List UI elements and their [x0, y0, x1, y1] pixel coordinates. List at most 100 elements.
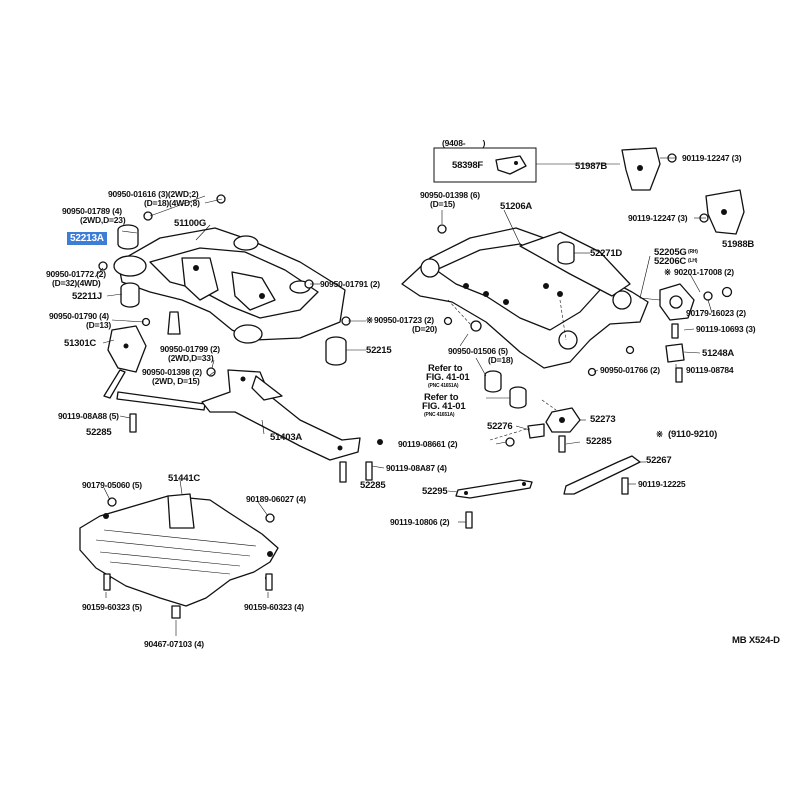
callout-fig-41-01-a: FIG. 41-01	[426, 372, 470, 383]
callout-marker-3: ※	[656, 429, 663, 439]
callout-51988b: 51988B	[722, 239, 755, 250]
callout-9110-9210: (9110-9210)	[668, 429, 718, 440]
callout-90119-10693: 90119-10693 (3)	[696, 324, 756, 334]
callout-90179-05060: 90179-05060 (5)	[82, 480, 142, 490]
callout-52213a-highlighted[interactable]: 52213A	[67, 232, 107, 245]
callout-90119-08a88: 90119-08A88 (5)	[58, 411, 119, 421]
callout-90950-01766: 90950-01766 (2)	[600, 365, 660, 375]
callout-90950-01790: 90950-01790 (4)	[49, 311, 109, 321]
brace-51403a[interactable]	[201, 369, 383, 461]
callout-90950-01398-front: 90950-01398 (2)	[142, 367, 202, 377]
callout-90950-01506: 90950-01506 (5)	[448, 346, 508, 356]
callout-52206c-side: (LH)	[688, 258, 698, 264]
callout-pnc-41651a-a: (PNC 41651A)	[428, 383, 459, 389]
rear-suspension-member-51206a[interactable]	[401, 227, 649, 369]
callout-90950-01772: 90950-01772 (2)	[46, 269, 106, 279]
callout-52285-front-left: 52285	[86, 427, 112, 438]
callout-90950-01398-front-note: (2WD, D=15)	[152, 376, 200, 386]
callout-90119-08a87: 90119-08A87 (4)	[386, 463, 447, 473]
callout-52273: 52273	[590, 414, 616, 425]
callout-52276: 52276	[487, 421, 513, 432]
callout-90950-01398-rear-note: (D=15)	[430, 199, 456, 209]
screws-cover[interactable]	[103, 497, 275, 619]
callout-refer-to-a: Refer to	[428, 363, 463, 374]
callout-90950-01789-note: (2WD,D=23)	[80, 215, 126, 225]
callout-90950-01789: 90950-01789 (4)	[62, 206, 122, 216]
cushion-52273[interactable]	[545, 407, 581, 433]
bracket-51987b[interactable]	[621, 147, 677, 191]
bolts-front[interactable]	[129, 413, 373, 483]
callout-90179-16023: 90179-16023 (2)	[686, 308, 746, 318]
callout-90950-01723: 90950-01723 (2)	[374, 315, 434, 325]
callout-fig-41-01-b: FIG. 41-01	[422, 401, 466, 412]
callout-90950-01799: 90950-01799 (2)	[160, 344, 220, 354]
callout-52215: 52215	[366, 345, 392, 356]
callout-90950-01790-note: (D=13)	[86, 320, 112, 330]
callout-90950-01723-note: (D=20)	[412, 324, 438, 334]
rod-52295[interactable]	[455, 479, 533, 499]
bushing-rear-diff-52205g[interactable]	[659, 283, 733, 321]
bushing-52213a[interactable]	[117, 224, 139, 250]
callout-90950-01506-note: (D=18)	[488, 355, 514, 365]
callout-90119-12225: 90119-12225	[638, 479, 686, 489]
callout-51301c: 51301C	[64, 338, 97, 349]
stopper-51248a[interactable]	[665, 323, 685, 363]
callout-90159-60323-right: 90159-60323 (4)	[244, 602, 304, 612]
callout-52206c: 52206C	[654, 256, 687, 267]
bushing-52271d[interactable]	[557, 241, 575, 265]
callout-52205g-side: (RH)	[688, 249, 698, 255]
callout-58398f: 58398F	[452, 160, 484, 171]
callout-pnc-41651a-b: (PNC 41651A)	[424, 412, 455, 418]
callout-90159-60323-left: 90159-60323 (5)	[82, 602, 142, 612]
callout-52271d: 52271D	[590, 248, 623, 259]
callout-90119-12247-top: 90119-12247 (3)	[682, 153, 742, 163]
bracket-51988b[interactable]	[699, 189, 745, 235]
callout-90950-01398-rear: 90950-01398 (6)	[420, 190, 480, 200]
brace-52267[interactable]	[563, 455, 641, 495]
callout-52285-rear: 52285	[586, 436, 612, 447]
callout-marker-2: ※	[664, 267, 671, 277]
callout-51206a: 51206A	[500, 201, 533, 212]
callout-52205g: 52205G	[654, 247, 687, 258]
bushing-52211j[interactable]	[120, 282, 140, 308]
callout-90950-01616: 90950-01616 (3)(2WD;2)	[108, 189, 199, 199]
callout-90950-01616-note: (D=18)(4WD;8)	[144, 198, 200, 208]
sleeve-90950-01799[interactable]	[167, 311, 181, 335]
callout-9408-date-range: (9408- )	[442, 138, 486, 148]
bracket-52276[interactable]	[527, 423, 545, 439]
callout-51441c: 51441C	[168, 473, 201, 484]
callout-52267: 52267	[646, 455, 672, 466]
bushing-refer-fig-41-01-b[interactable]	[509, 386, 527, 409]
bracket-58398f[interactable]	[495, 155, 527, 175]
callout-52295: 52295	[422, 486, 448, 497]
inset-frame-9408	[433, 147, 537, 183]
callout-90119-08784: 90119-08784	[686, 365, 734, 375]
callout-90950-01799-note: (2WD,D=33)	[168, 353, 214, 363]
bushing-refer-fig-41-01-a[interactable]	[484, 370, 502, 393]
collar-52215[interactable]	[325, 336, 347, 366]
rear-bolts-lower[interactable]	[465, 435, 629, 529]
callout-90467-07103: 90467-07103 (4)	[144, 639, 204, 649]
callout-marker-1: ※	[366, 315, 373, 325]
callout-51248a: 51248A	[702, 348, 735, 359]
callout-52211j: 52211J	[72, 291, 102, 302]
leader-lines	[94, 157, 713, 636]
callout-refer-to-b: Refer to	[424, 392, 459, 403]
diagram-code: MB X524-D	[732, 635, 780, 646]
bracket-51301c[interactable]	[107, 325, 147, 373]
callout-51987b: 51987B	[575, 161, 608, 172]
callout-90950-01772-note: (D=32)(4WD)	[52, 278, 101, 288]
callout-51403a: 51403A	[270, 432, 303, 443]
callout-51100g: 51100G	[174, 218, 207, 229]
rear-small-parts[interactable]	[437, 224, 683, 383]
callout-90189-06027: 90189-06027 (4)	[246, 494, 306, 504]
callout-90950-01791: 90950-01791 (2)	[320, 279, 380, 289]
front-suspension-member[interactable]	[113, 227, 346, 344]
callout-90119-12247-mid: 90119-12247 (3)	[628, 213, 688, 223]
callout-90119-10806: 90119-10806 (2)	[390, 517, 450, 527]
callout-90119-08661: 90119-08661 (2)	[398, 439, 458, 449]
engine-under-cover-51441c[interactable]	[79, 493, 279, 607]
link-rod-front[interactable]	[103, 369, 206, 411]
